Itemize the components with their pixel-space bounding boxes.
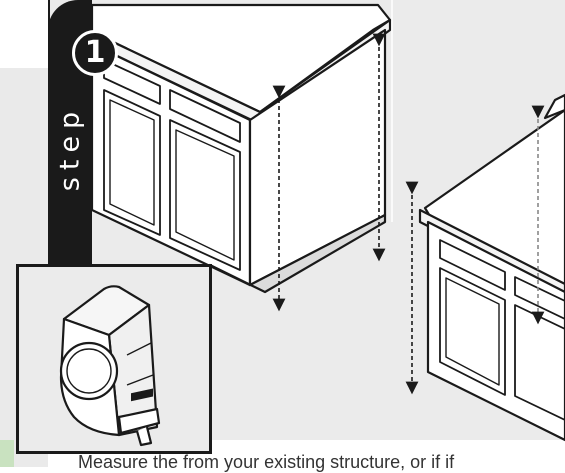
tape-measure-icon [59, 285, 161, 447]
step-number-badge: 1 [72, 30, 118, 76]
measure-arrows [272, 33, 545, 395]
tool-inset [16, 264, 212, 454]
first-cabinet [90, 3, 392, 294]
instruction-caption: Measure the from your existing structure… [78, 452, 455, 472]
step-label: step [54, 104, 86, 192]
second-cabinet [418, 93, 565, 442]
left-green-accent [0, 440, 14, 467]
